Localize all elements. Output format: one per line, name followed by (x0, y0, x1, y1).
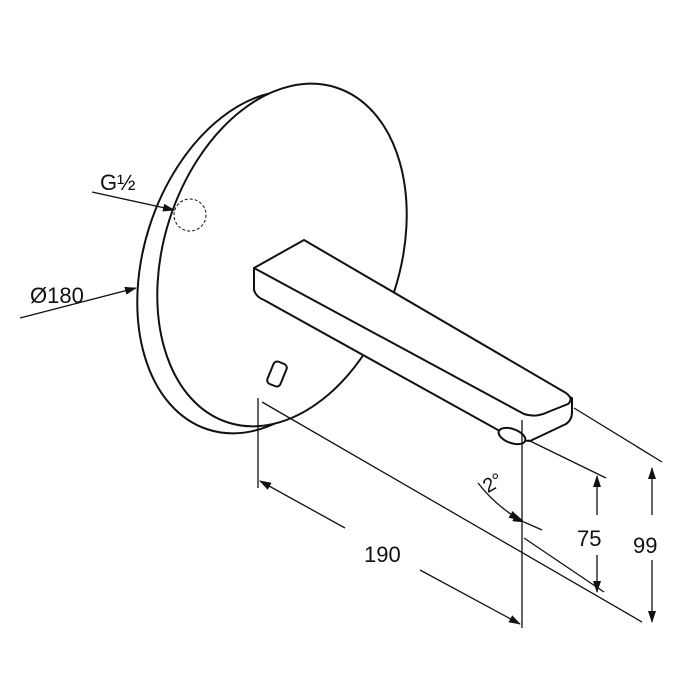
sensor-window (266, 360, 288, 388)
spout-nozzle (497, 426, 527, 446)
diameter-leader (19, 286, 137, 319)
dim-190-left (259, 480, 346, 529)
ext-line-top (573, 407, 663, 463)
ext-line-bottom (523, 537, 605, 593)
thread-leader (91, 191, 175, 212)
total-height-label: 99 (633, 533, 657, 558)
dim-190-right (419, 569, 521, 625)
angle-tick (512, 513, 543, 531)
thread-detail-circle (173, 198, 207, 232)
outlet-height-label: 75 (577, 526, 601, 551)
thread-label: G½ (100, 170, 135, 195)
ext-line-wall-diagonal (261, 401, 643, 623)
diameter-label: Ø180 (30, 283, 84, 308)
ext-line-outlet-h (527, 439, 607, 479)
angle-label: 2° (479, 469, 507, 498)
projection-label: 190 (364, 542, 401, 567)
spout-top (253, 239, 572, 417)
